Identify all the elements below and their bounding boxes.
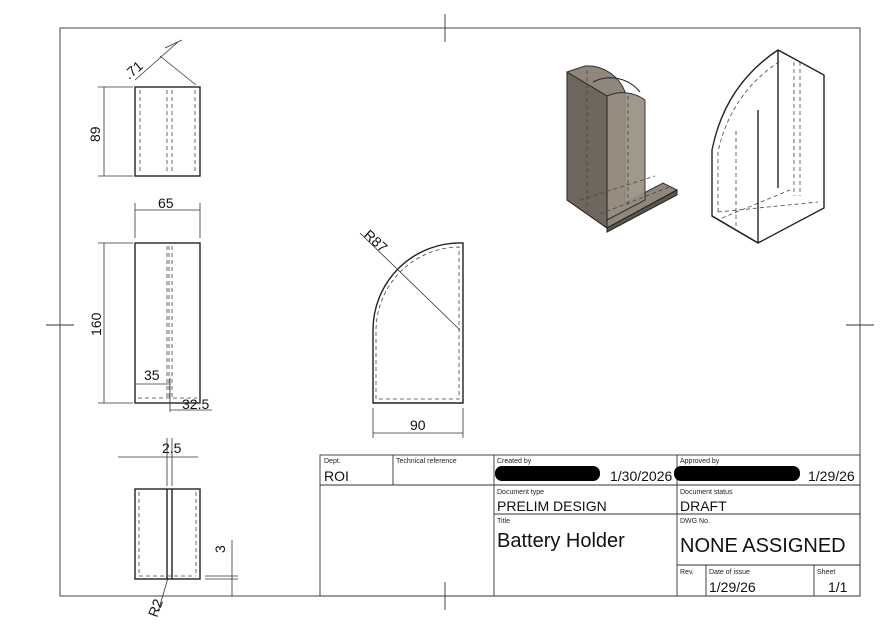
- dim-top-height: 89: [87, 126, 103, 142]
- dim-side-width: 90: [410, 417, 426, 433]
- tb-dwg-no-label: DWG No.: [680, 518, 710, 525]
- iso-view-wireframe: [711, 49, 825, 244]
- tb-sheet-value: 1/1: [828, 579, 848, 595]
- dim-bottom-gap: 2.5: [162, 440, 182, 456]
- title-block: [319, 454, 861, 597]
- tb-doc-status-label: Document status: [680, 489, 733, 496]
- tb-created-date: 1/30/2026: [610, 468, 672, 484]
- tb-created-by-redaction: [495, 466, 600, 481]
- tb-rev-label: Rev.: [680, 569, 694, 576]
- iso-view-shaded: [566, 65, 679, 233]
- dim-front-height: 160: [88, 312, 104, 336]
- dim-front-width-lines: [134, 203, 201, 238]
- tb-dwg-no-value: NONE ASSIGNED: [680, 535, 846, 557]
- dim-side-radius: R87: [361, 226, 391, 255]
- dim-front-width: 65: [158, 195, 174, 211]
- dim-bottom-radius-leader: [157, 577, 169, 613]
- front-view: [134, 242, 201, 404]
- top-view: [134, 39, 201, 177]
- dim-side-width-lines: [372, 408, 464, 438]
- dim-front-left: 35: [144, 367, 160, 383]
- tb-doc-type-value: PRELIM DESIGN: [497, 498, 607, 514]
- tb-created-by-label: Created by: [497, 458, 532, 465]
- tb-approved-by-redaction: [674, 466, 800, 481]
- tb-date-issue-label: Date of issue: [709, 569, 750, 576]
- tb-approved-by-label: Approved by: [680, 458, 720, 465]
- tb-doc-status-value: DRAFT: [680, 498, 727, 514]
- tb-sheet-label: Sheet: [817, 569, 835, 576]
- side-view: [359, 232, 464, 404]
- drawing-border: [59, 27, 861, 597]
- dim-front-right: 32.5: [182, 396, 209, 412]
- tb-date-issue-value: 1/29/26: [709, 579, 756, 595]
- tb-approved-date: 1/29/26: [808, 468, 855, 484]
- dim-bottom-thickness: 3: [212, 545, 228, 553]
- dim-bottom-radius: R2: [145, 597, 166, 619]
- tb-title-value: Battery Holder: [497, 530, 625, 552]
- bottom-view: [134, 488, 201, 580]
- dim-top-diagonal: .71: [121, 57, 146, 82]
- tb-doc-type-label: Document type: [497, 489, 544, 496]
- dim-front-split-lines: [135, 378, 212, 412]
- tb-title-label: Title: [497, 518, 510, 525]
- tb-dept-value: ROI: [324, 468, 349, 484]
- dim-bottom-gap-lines: [118, 438, 198, 486]
- tb-dept-label: Dept.: [324, 458, 341, 465]
- dim-bottom-thickness-lines: [205, 540, 238, 596]
- tb-tech-ref-label: Technical reference: [396, 458, 457, 465]
- center-marks: [46, 14, 874, 610]
- dim-front-height-lines: [98, 242, 133, 404]
- dim-top-height-lines: [98, 86, 133, 177]
